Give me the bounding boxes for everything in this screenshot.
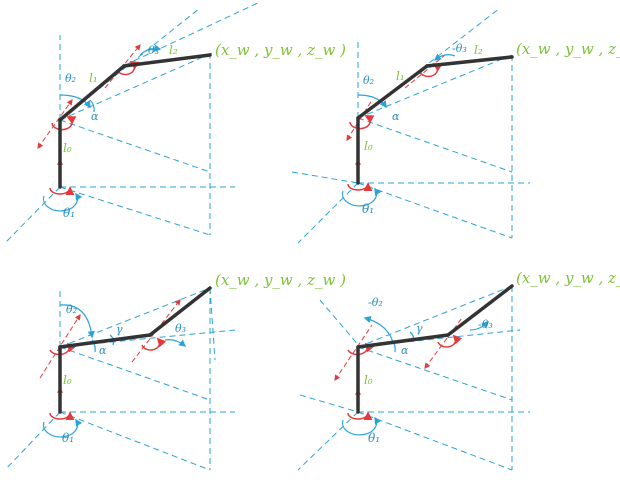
theta3-label: -θ₃ — [478, 318, 493, 331]
theta2-label: -θ₂ — [368, 296, 383, 309]
l1-label: l₁ — [396, 69, 405, 83]
l0-label: l₀ — [63, 141, 72, 155]
wrist-point-label: (x_w , y_w , z_w ) — [516, 269, 620, 287]
theta2-label: θ₂ — [363, 74, 374, 87]
alpha-label: α — [392, 110, 400, 123]
l0-label: l₀ — [364, 373, 373, 387]
gamma-label: γ — [116, 323, 123, 336]
theta3-label: -θ₃ — [452, 42, 467, 55]
panel-1: (x_w , y_w , z_w ) θ₁ θ₂ θ₃ α l₀ l₁ l₂ — [4, 1, 346, 244]
guide-lines — [4, 1, 261, 244]
angle-arcs — [42, 304, 187, 438]
guide-lines — [297, 285, 530, 471]
robot-links — [58, 53, 212, 189]
axis-lines — [334, 317, 463, 412]
gamma-label: γ — [416, 322, 423, 335]
wrist-point-label: (x_w , y_w , z_w ) — [516, 40, 620, 58]
theta1-label: θ₁ — [362, 202, 374, 216]
panel-4: (x_w , y_w , z_w ) θ₁ -θ₂ -θ₃ α γ l₀ — [297, 269, 620, 471]
theta1-label: θ₁ — [368, 431, 380, 445]
wrist-point-label: (x_w , y_w , z_w ) — [215, 41, 346, 59]
theta2-label: θ₂ — [66, 303, 77, 316]
guide-lines — [4, 287, 236, 471]
l0-label: l₀ — [63, 373, 72, 387]
alpha-label: α — [401, 344, 409, 357]
l2-label: l₂ — [474, 43, 483, 57]
rotation-arrow-icon — [347, 63, 443, 192]
l1-label: l₁ — [89, 71, 98, 85]
alpha-label: α — [99, 344, 107, 357]
panel-3: (x_w , y_w , z_w ) θ₁ θ₂ θ₃ α γ l₀ — [4, 271, 346, 471]
theta3-label: θ₃ — [175, 322, 186, 335]
theta2-label: θ₂ — [65, 72, 76, 85]
wrist-point-label: (x_w , y_w , z_w ) — [215, 271, 346, 289]
panel-2: (x_w , y_w , z_w ) θ₁ θ₂ -θ₃ α l₀ l₁ l₂ — [291, 7, 620, 244]
alpha-label: α — [91, 110, 99, 123]
theta3-label: θ₃ — [148, 44, 159, 57]
theta1-label: θ₁ — [62, 431, 74, 445]
theta1-label: θ₁ — [63, 206, 75, 220]
guide-lines — [291, 7, 530, 244]
l2-label: l₂ — [169, 43, 178, 57]
robot-links — [356, 284, 514, 414]
robot-links — [58, 286, 212, 414]
l0-label: l₀ — [364, 139, 373, 153]
angle-arcs — [341, 53, 456, 207]
robot-links — [356, 55, 514, 185]
angle-arcs — [42, 44, 162, 212]
